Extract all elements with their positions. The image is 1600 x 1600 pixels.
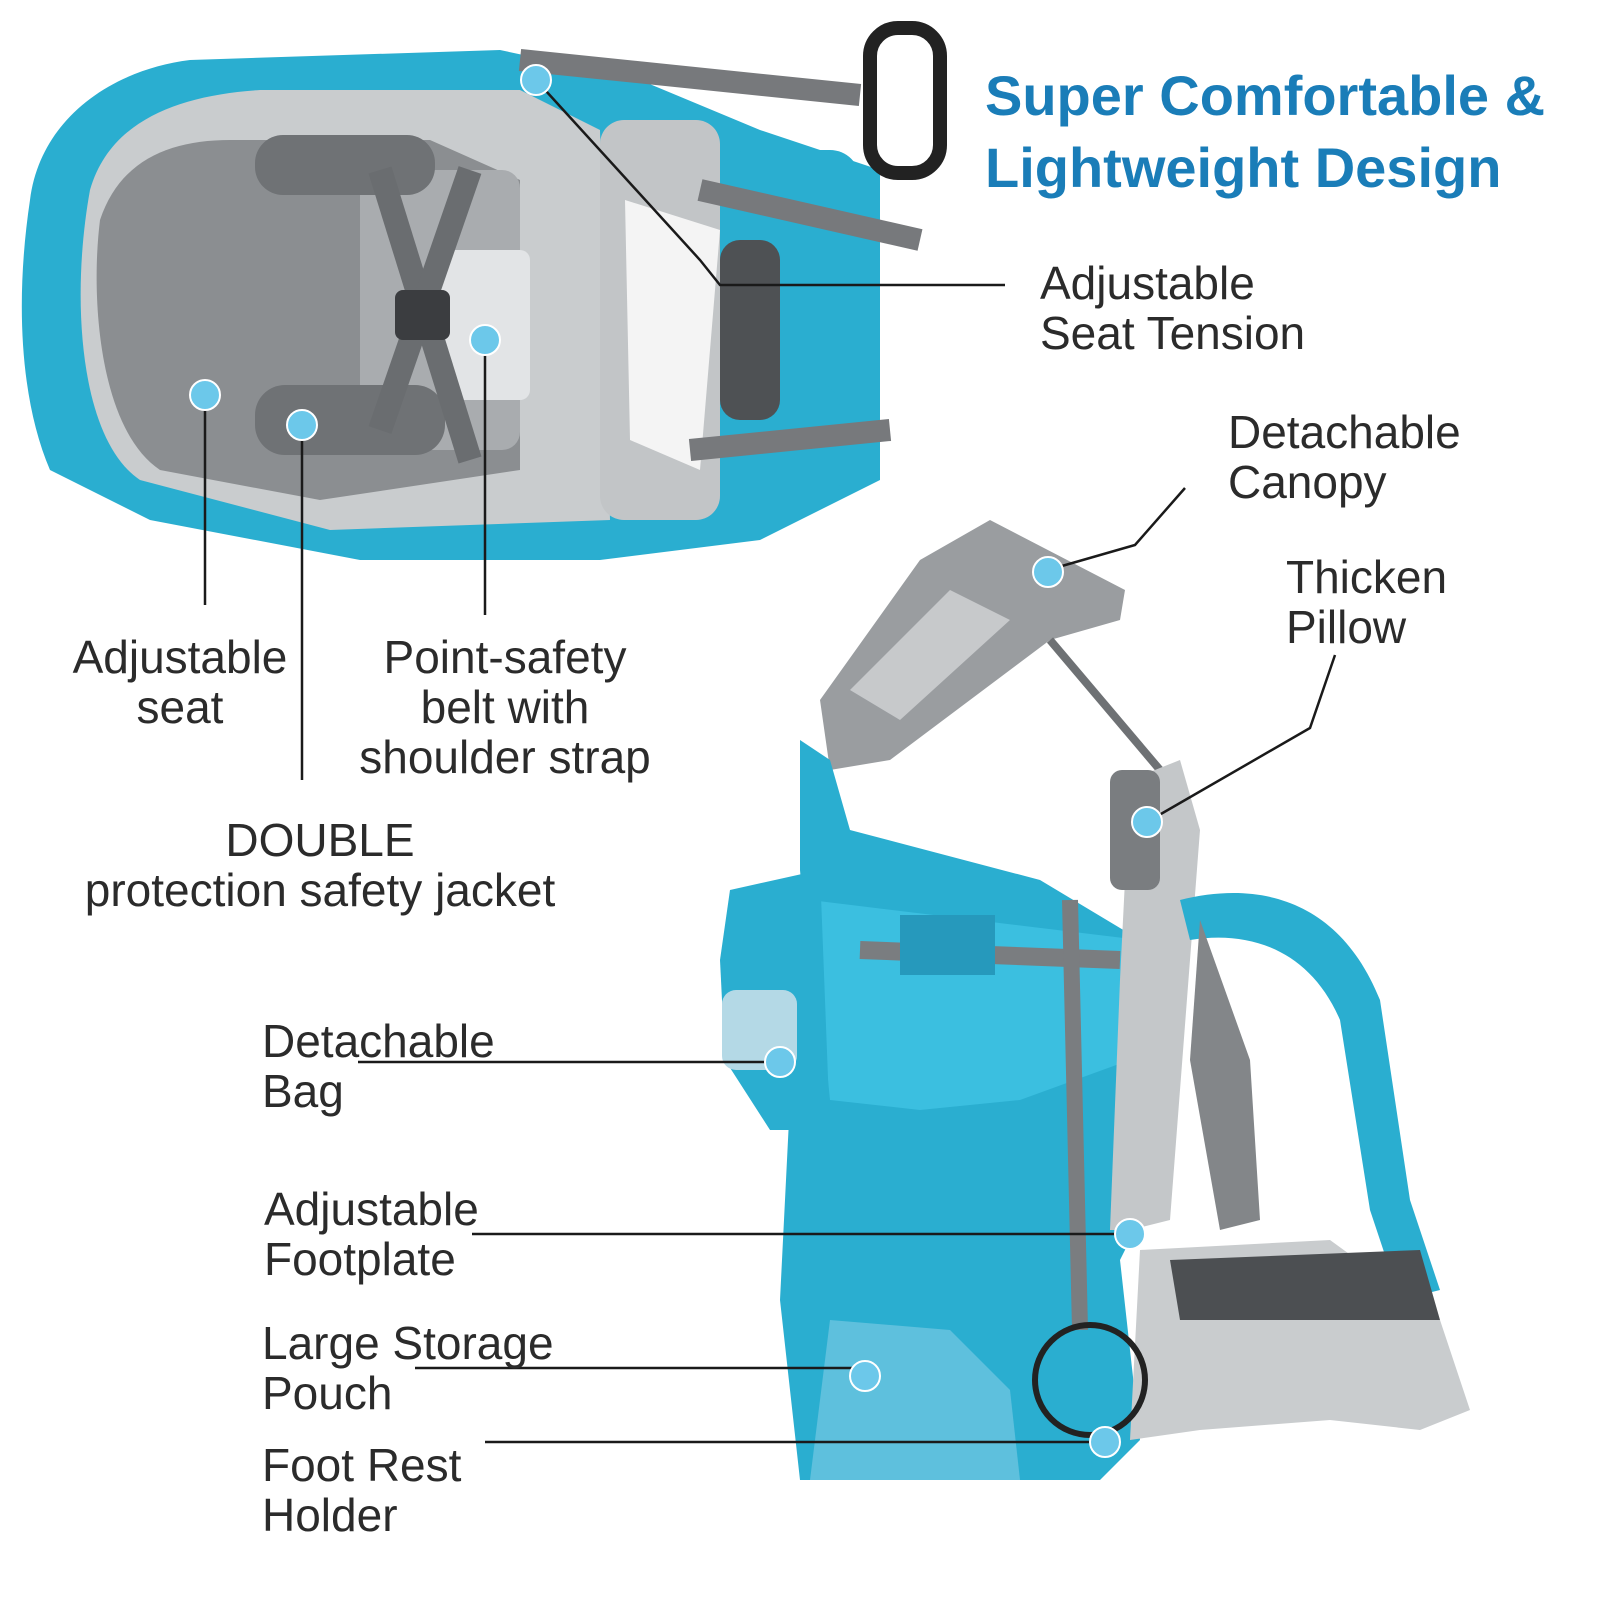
callout-safety-belt-line-2: belt with: [420, 681, 590, 733]
callout-safety-jacket: DOUBLE protection safety jacket: [55, 815, 585, 915]
callout-seat-tension: Adjustable Seat Tension: [1040, 258, 1305, 358]
callout-foot-rest: Foot Rest Holder: [262, 1440, 461, 1540]
marker-pillow: [1131, 806, 1163, 838]
marker-pouch: [849, 1360, 881, 1392]
callout-canopy: Detachable Canopy: [1228, 407, 1461, 507]
callout-canopy-line-1: Detachable: [1228, 406, 1461, 458]
callout-pouch-line-2: Pouch: [262, 1367, 393, 1419]
callout-foot-rest-line-2: Holder: [262, 1489, 398, 1541]
callout-pillow-line-2: Pillow: [1286, 601, 1407, 653]
marker-canopy: [1032, 556, 1064, 588]
callout-pouch-line-1: Large Storage: [262, 1317, 554, 1369]
callout-footplate: Adjustable Footplate: [264, 1184, 479, 1284]
callout-canopy-line-2: Canopy: [1228, 456, 1387, 508]
callout-seat-tension-line-2: Seat Tension: [1040, 307, 1306, 359]
callout-safety-belt-line-3: shoulder strap: [359, 731, 651, 783]
marker-safety-belt: [469, 324, 501, 356]
callout-seat-tension-line-1: Adjustable: [1040, 257, 1255, 309]
callout-adjustable-seat-line-1: Adjustable: [72, 631, 288, 683]
callout-adjustable-seat-line-2: seat: [136, 681, 224, 733]
callout-pillow-line-1: Thicken: [1286, 551, 1448, 603]
callout-safety-jacket-line-1: DOUBLE: [225, 814, 415, 866]
heading-line-1: Super Comfortable &: [985, 64, 1546, 127]
callout-adjustable-seat: Adjustable seat: [55, 632, 305, 732]
callout-safety-belt-line-1: Point-safety: [383, 631, 627, 683]
carrier-side-view: [720, 520, 1470, 1480]
callout-footplate-line-1: Adjustable: [264, 1183, 479, 1235]
callout-safety-belt: Point-safety belt with shoulder strap: [340, 632, 670, 782]
heading: Super Comfortable & Lightweight Design: [985, 60, 1545, 204]
marker-footplate: [1114, 1218, 1146, 1250]
callout-bag-line-1: Detachable: [262, 1015, 495, 1067]
callout-bag: Detachable Bag: [262, 1016, 495, 1116]
marker-safety-jacket: [286, 409, 318, 441]
callout-foot-rest-line-1: Foot Rest: [262, 1439, 462, 1491]
callout-pouch: Large Storage Pouch: [262, 1318, 554, 1418]
callout-bag-line-2: Bag: [262, 1065, 344, 1117]
callout-safety-jacket-line-2: protection safety jacket: [84, 864, 556, 916]
marker-foot-rest: [1089, 1426, 1121, 1458]
callout-pillow: Thicken Pillow: [1286, 552, 1447, 652]
marker-bag: [764, 1046, 796, 1078]
callout-footplate-line-2: Footplate: [264, 1233, 456, 1285]
marker-adjustable-seat: [189, 379, 221, 411]
marker-seat-tension: [520, 64, 552, 96]
heading-line-2: Lightweight Design: [985, 136, 1502, 199]
